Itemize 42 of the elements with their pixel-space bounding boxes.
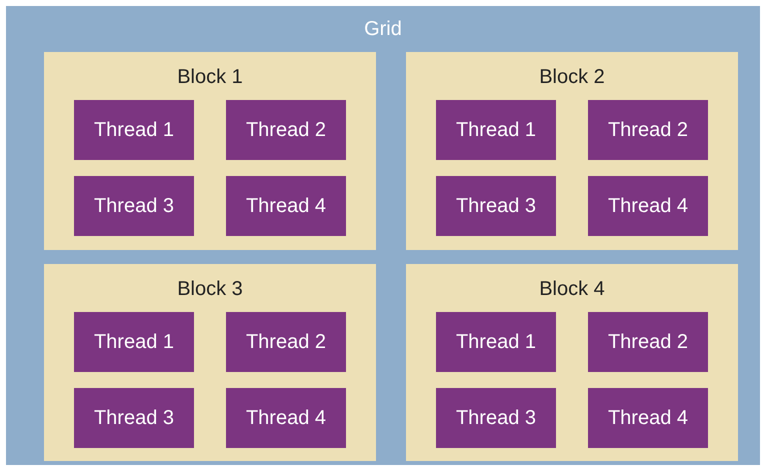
grid-title: Grid xyxy=(364,18,402,41)
thread-box xyxy=(74,100,194,160)
thread-label: Thread 3 xyxy=(94,194,174,218)
block-title: Block 2 xyxy=(539,66,605,89)
thread-box xyxy=(436,388,556,448)
thread-box xyxy=(436,312,556,372)
thread-label: Thread 3 xyxy=(456,194,536,218)
thread-box xyxy=(436,176,556,236)
thread-label: Thread 1 xyxy=(94,118,174,142)
thread-box xyxy=(588,176,708,236)
thread-label: Thread 1 xyxy=(456,118,536,142)
block-panel xyxy=(406,264,738,461)
block-panel xyxy=(44,52,376,250)
thread-label: Thread 2 xyxy=(246,330,326,354)
thread-label: Thread 4 xyxy=(246,194,326,218)
thread-label: Thread 1 xyxy=(94,330,174,354)
thread-box xyxy=(74,388,194,448)
block-title: Block 1 xyxy=(177,66,243,89)
thread-label: Thread 3 xyxy=(94,406,174,430)
thread-box xyxy=(436,100,556,160)
thread-label: Thread 3 xyxy=(456,406,536,430)
thread-label: Thread 4 xyxy=(608,406,688,430)
thread-box xyxy=(588,388,708,448)
thread-label: Thread 2 xyxy=(246,118,326,142)
thread-label: Thread 4 xyxy=(246,406,326,430)
thread-label: Thread 4 xyxy=(608,194,688,218)
thread-box xyxy=(588,100,708,160)
block-title: Block 4 xyxy=(539,278,605,301)
block-panel xyxy=(44,264,376,461)
thread-label: Thread 1 xyxy=(456,330,536,354)
thread-label: Thread 2 xyxy=(608,330,688,354)
thread-box xyxy=(74,176,194,236)
block-title: Block 3 xyxy=(177,278,243,301)
thread-label: Thread 2 xyxy=(608,118,688,142)
thread-box xyxy=(588,312,708,372)
thread-box xyxy=(74,312,194,372)
thread-box xyxy=(226,312,346,372)
block-panel xyxy=(406,52,738,250)
grid-panel xyxy=(6,6,760,465)
thread-box xyxy=(226,388,346,448)
thread-box xyxy=(226,100,346,160)
thread-box xyxy=(226,176,346,236)
